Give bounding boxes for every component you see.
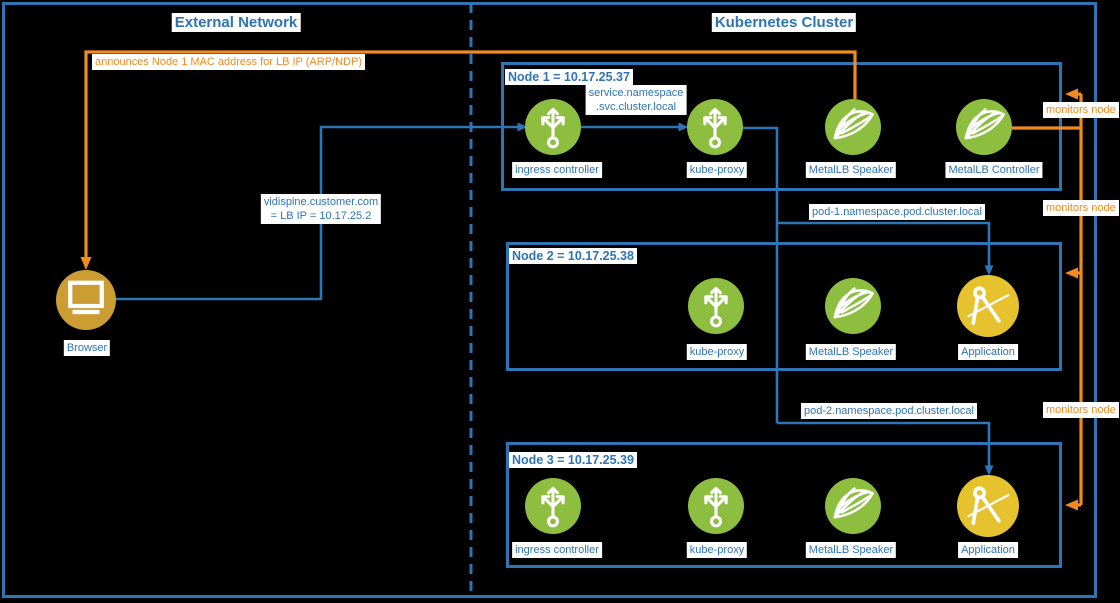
kube-proxy-label: kube-proxy xyxy=(686,542,748,558)
pod2-dns-edge-label: pod-2.namespace.pod.cluster.local xyxy=(801,403,977,419)
application-label: Application xyxy=(958,344,1018,360)
ingress-controller-icon xyxy=(525,478,581,534)
service-dns-edge-label-line1: service.namespace xyxy=(588,87,684,99)
metallb-speaker-icon xyxy=(825,478,881,534)
kubernetes-cluster-title: Kubernetes Cluster xyxy=(711,13,857,32)
node-3-box xyxy=(506,442,1062,568)
monitors-node2-label: monitors node xyxy=(1043,200,1119,216)
metallb-speaker-icon xyxy=(825,99,881,155)
announce-edge-label: announces Node 1 MAC address for LB IP (… xyxy=(92,54,365,70)
vidispine-edge-label-line1: vidispine.customer.com xyxy=(263,196,379,208)
vidispine-edge-label-line2: = LB IP = 10.17.25.2 xyxy=(270,210,372,222)
application-icon xyxy=(957,275,1019,337)
browser-icon xyxy=(56,270,116,330)
metallb-controller-icon xyxy=(956,99,1012,155)
monitors-node3-label: monitors node xyxy=(1043,402,1119,418)
diagram-outer-border xyxy=(2,2,1097,598)
metallb-speaker-label: MetalLB Speaker xyxy=(805,542,897,558)
kube-proxy-icon xyxy=(688,278,744,334)
service-dns-edge-label: service.namespace .svc.cluster.local xyxy=(585,85,687,115)
node-1-title: Node 1 = 10.17.25.37 xyxy=(505,69,633,85)
metallb-speaker-label: MetalLB Speaker xyxy=(805,162,897,178)
kube-proxy-label: kube-proxy xyxy=(686,162,748,178)
metallb-controller-label: MetalLB Controller xyxy=(945,162,1043,178)
vidispine-edge-label: vidispine.customer.com = LB IP = 10.17.2… xyxy=(260,194,382,224)
ingress-controller-label: ingress controller xyxy=(512,162,602,178)
kube-proxy-label: kube-proxy xyxy=(686,344,748,360)
edge-kubeproxy-trunk xyxy=(743,126,779,423)
service-dns-edge-label-line2: .svc.cluster.local xyxy=(595,101,677,113)
monitors-node1-label: monitors node xyxy=(1043,102,1119,118)
application-label: Application xyxy=(958,542,1018,558)
node-3-title: Node 3 = 10.17.25.39 xyxy=(509,452,637,468)
pod1-dns-edge-label: pod-1.namespace.pod.cluster.local xyxy=(809,204,985,220)
edge-speaker-announce-to-browser xyxy=(80,50,857,270)
kube-proxy-icon xyxy=(688,478,744,534)
node-2-box xyxy=(506,242,1062,371)
ingress-controller-icon xyxy=(525,99,581,155)
ingress-controller-label: ingress controller xyxy=(512,542,602,558)
metallb-speaker-icon xyxy=(825,278,881,334)
metallb-speaker-label: MetalLB Speaker xyxy=(805,344,897,360)
edge-pod1-to-application xyxy=(777,221,994,276)
node-2-title: Node 2 = 10.17.25.38 xyxy=(509,248,637,264)
kube-proxy-icon xyxy=(687,99,743,155)
application-icon xyxy=(957,475,1019,537)
external-network-title: External Network xyxy=(171,13,301,32)
browser-label: Browser xyxy=(63,340,111,356)
edge-pod2-to-application xyxy=(777,421,994,476)
